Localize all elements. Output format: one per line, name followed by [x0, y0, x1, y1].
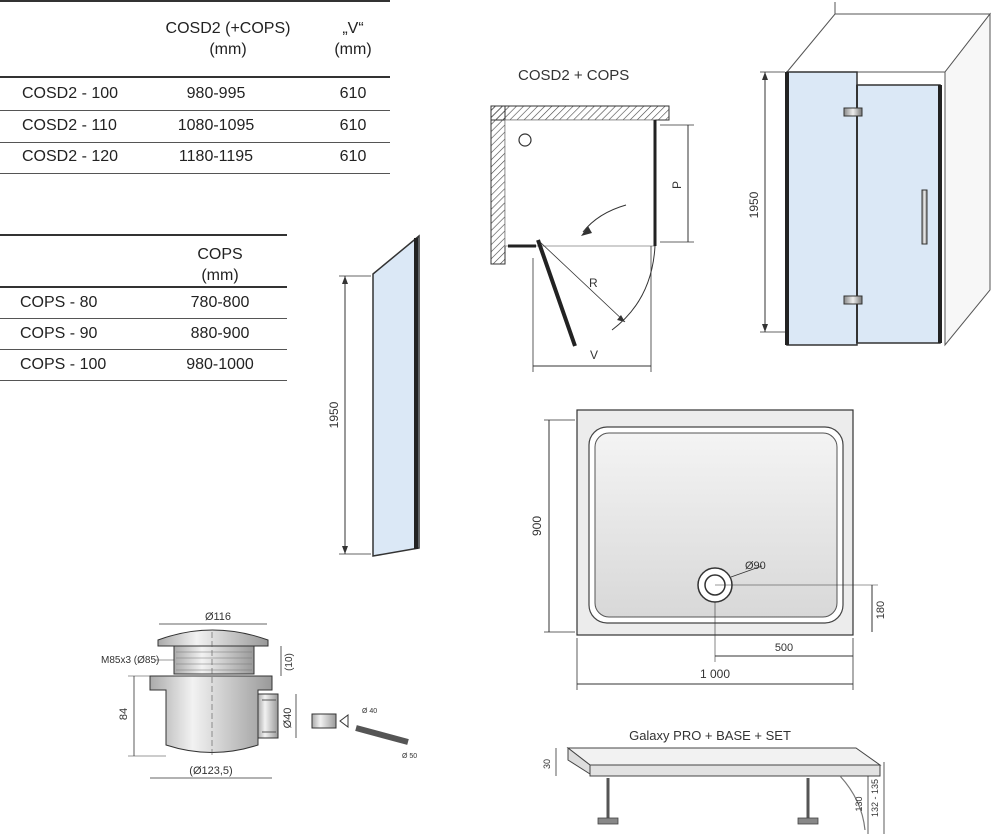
siphon-thread-label: M85x3 (Ø85): [101, 655, 159, 666]
tray-drain-dia-label: Ø90: [745, 560, 766, 572]
siphon-gap-label: (10): [284, 653, 295, 671]
frame-tray-top: [566, 747, 882, 766]
tray-width-label: 1 000: [700, 667, 730, 681]
frame-title: Galaxy PRO + BASE + SET: [629, 728, 791, 743]
plan-wall-top: [490, 105, 670, 121]
table2-row1-range: 780-800: [190, 294, 250, 311]
table1-row1-v: 610: [339, 85, 367, 102]
table1-header-rule: [0, 76, 390, 78]
door-hinge-top: [843, 107, 863, 117]
side-panel-height-label: 1950: [327, 401, 341, 428]
frame-dim3-label: 132 - 135: [870, 779, 880, 817]
plan-dim-v-label: V: [590, 348, 598, 362]
plan-dim-p-label: P: [670, 181, 684, 189]
table1-row2-v: 610: [339, 117, 367, 134]
tray-drawing: Ø90 900 180 500 1 000: [530, 409, 887, 690]
door-opening-glass: [856, 84, 941, 344]
table1-header-v: „V“ (mm): [334, 20, 372, 58]
table1-row3-v: 610: [339, 148, 367, 165]
table2-top-rule: [0, 234, 287, 236]
table1-row2-model: COSD2 - 110: [22, 117, 117, 134]
siphon-cover: [157, 629, 269, 647]
table1-header-range: COSD2 (+COPS) (mm): [165, 20, 291, 58]
side-panel-glass: [372, 234, 420, 557]
table2-row3-model: COPS - 100: [20, 356, 107, 373]
side-panel-drawing: 1950: [327, 234, 420, 557]
frame-dim2-label: 130: [854, 796, 864, 811]
siphon-drawing: Ø116 M85x3 (Ø85) (10) 84 Ø40 (Ø123,5) Ø …: [101, 611, 417, 779]
table1-row1-model: COSD2 - 100: [22, 85, 119, 102]
table2-row2-model: COPS - 90: [20, 325, 98, 342]
tray-drain-x-label: 500: [775, 642, 793, 654]
siphon-pipe-dia2-label: Ø 50: [402, 753, 417, 760]
table1-top-rule: [0, 0, 390, 2]
plan-drain: [518, 133, 532, 147]
plan-title: COSD2 + COPS: [518, 67, 629, 84]
plan-swing-arrow: [582, 204, 627, 233]
door-height-label: 1950: [747, 191, 761, 218]
door-handle: [921, 189, 928, 245]
table1-row1-range: 980-995: [186, 85, 246, 102]
table2-row3-range: 980-1000: [186, 356, 254, 373]
table2-bottom-rule: [0, 380, 287, 381]
door-3d-drawing: 1950: [747, 2, 992, 347]
door-hinge-bottom: [843, 295, 863, 305]
table2-header-rule: [0, 286, 287, 288]
table1-bottom-rule: [0, 173, 390, 174]
siphon-base-dia-label: (Ø123,5): [189, 765, 232, 777]
siphon-pipe-dia1-label: Ø 40: [362, 708, 377, 715]
table1-row3-model: COSD2 - 120: [22, 148, 119, 165]
frame-curve: [839, 775, 866, 831]
siphon-adapter: [311, 713, 337, 729]
siphon-outlet: [257, 693, 279, 739]
table2-row1-rule: [0, 318, 287, 319]
plan-radius-line: [539, 241, 626, 323]
door-side-wall: [944, 12, 991, 347]
table1-row3-range: 1180-1195: [178, 148, 254, 165]
siphon-pipe: [355, 725, 409, 745]
plan-radius-label: R: [589, 276, 598, 290]
siphon-flow-arrow: [339, 714, 349, 728]
frame-tray-edge: [589, 764, 881, 777]
tray-basin: [594, 432, 838, 618]
siphon-top-dia-label: Ø116: [205, 611, 231, 623]
plan-view-drawing: COSD2 + COPS R P V: [490, 67, 694, 372]
siphon-outlet-label: Ø40: [282, 708, 294, 729]
table1-row2-rule: [0, 142, 390, 143]
table2-row1-model: COPS - 80: [20, 294, 98, 311]
table1-row1-rule: [0, 110, 390, 111]
plan-wall-left: [490, 105, 506, 265]
frame-drawing: Galaxy PRO + BASE + SET 30 130 132 - 135: [542, 728, 885, 834]
table2-header-range: COPS (mm): [197, 246, 243, 284]
plan-open-door: [536, 239, 577, 347]
plan-swing-arc: [611, 245, 656, 331]
tray-drain-y-label: 180: [875, 601, 887, 619]
siphon-body: [149, 675, 273, 753]
tray-depth-label: 900: [530, 516, 544, 536]
table1-row2-range: 1080-1095: [177, 117, 255, 134]
table2-row2-rule: [0, 349, 287, 350]
siphon-height-label: 84: [118, 708, 130, 720]
table2-row2-range: 880-900: [190, 325, 250, 342]
frame-dim1-label: 30: [542, 759, 552, 769]
